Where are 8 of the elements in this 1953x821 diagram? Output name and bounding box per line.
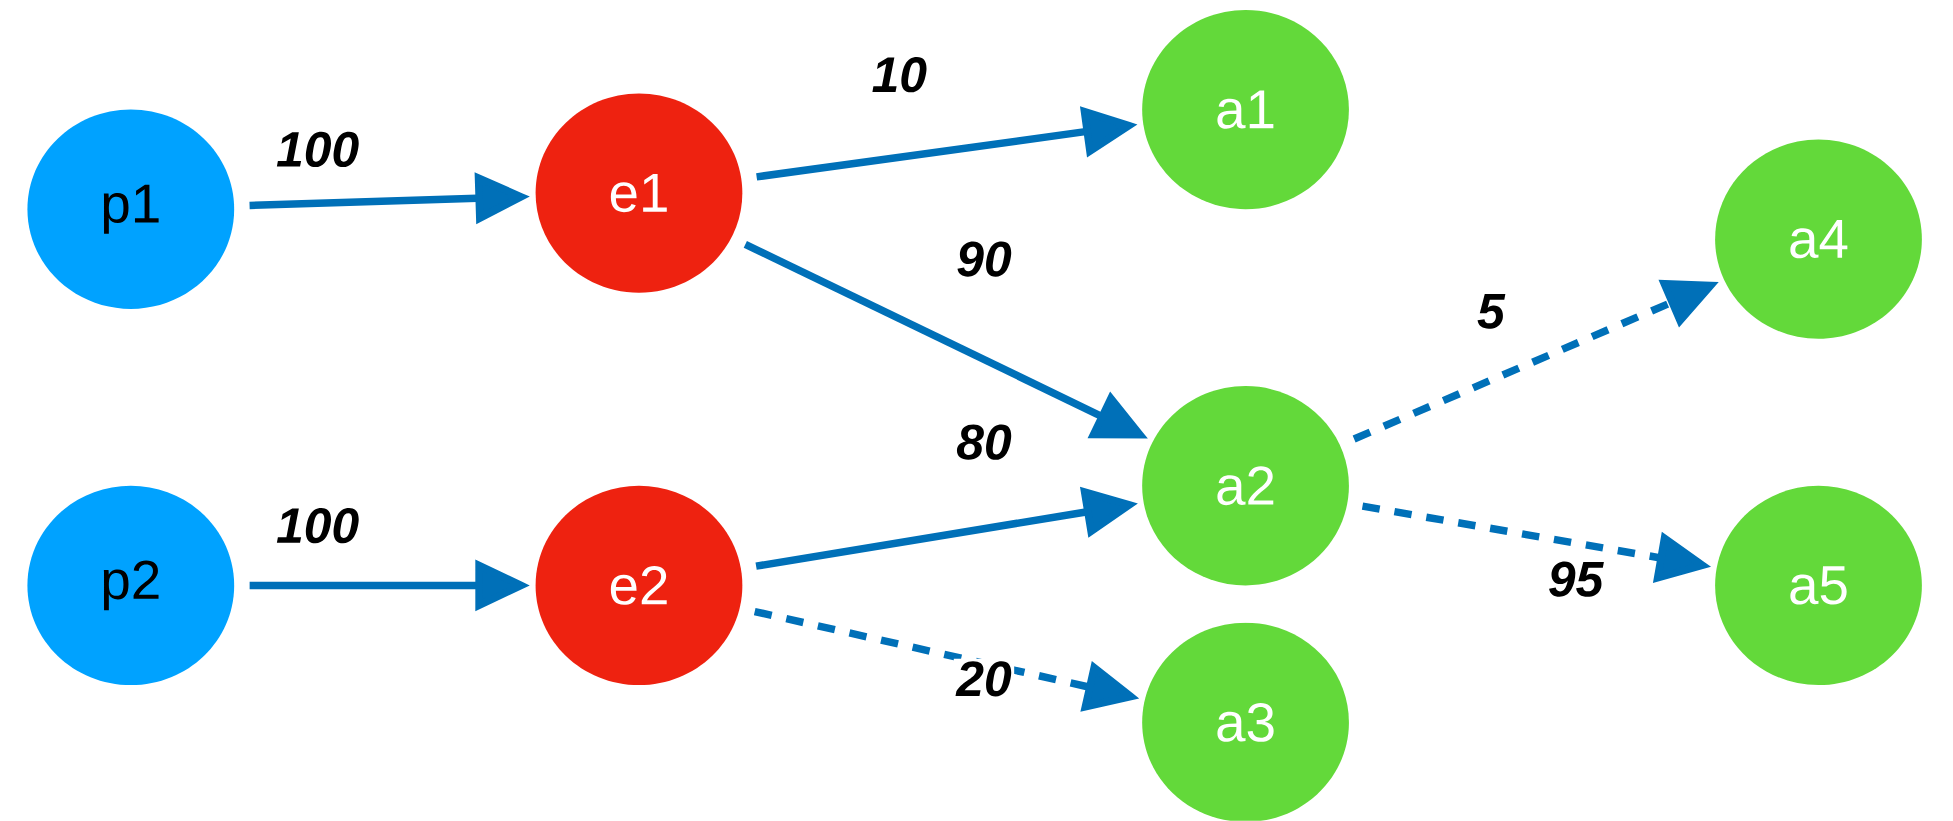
edge-label: 20 [953,658,1015,700]
edge-label: 80 [953,422,1015,463]
edge-label: 100 [273,505,362,546]
edge-label: 100 [273,129,362,170]
edge-label: 90 [953,239,1015,280]
edge-label: 10 [869,54,930,95]
edge-label: 95 [1545,559,1606,600]
edge-label: 5 [1474,291,1508,332]
